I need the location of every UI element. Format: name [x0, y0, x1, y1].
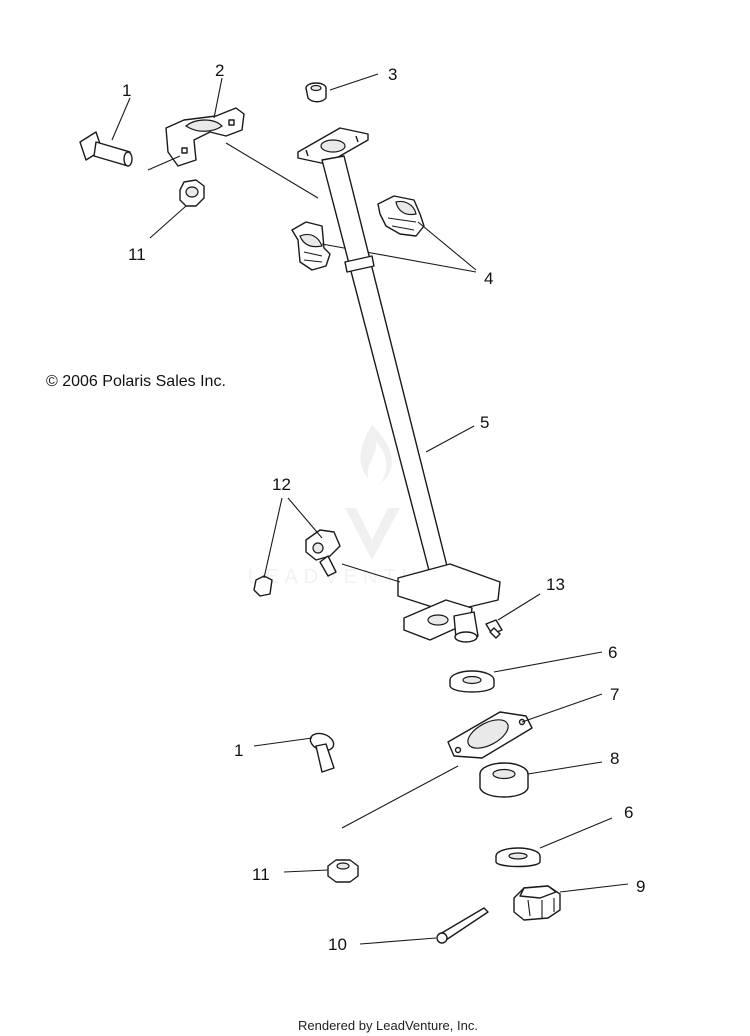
set-screw-icon	[485, 619, 503, 639]
cotter-key-icon	[305, 529, 341, 577]
footer-credit: Rendered by LeadVenture, Inc.	[298, 1018, 478, 1033]
lock-nut-icon	[179, 179, 205, 207]
seal-plate-icon	[447, 711, 533, 759]
castle-nut-icon	[513, 885, 561, 921]
bolt-icon	[309, 732, 335, 773]
steering-post-icon	[297, 127, 501, 643]
callout-8: 8	[610, 749, 619, 768]
callout-4: 4	[484, 269, 493, 288]
callout-7: 7	[610, 685, 619, 704]
cotter-pin-icon	[436, 907, 489, 944]
callout-3: 3	[388, 65, 397, 84]
bearing-block-icon	[377, 195, 425, 237]
callout-9: 9	[636, 877, 645, 896]
callout-1-top: 1	[122, 81, 131, 100]
bolt-icon	[79, 131, 133, 167]
bushing-icon	[305, 82, 327, 103]
callout-2: 2	[215, 61, 224, 80]
callout-11-bottom: 11	[252, 865, 270, 884]
callout-12: 12	[272, 475, 291, 494]
copyright-text: © 2006 Polaris Sales Inc.	[46, 373, 226, 390]
bearing-block-icon	[291, 221, 331, 271]
callout-6-bottom: 6	[624, 803, 633, 822]
callout-13: 13	[546, 575, 565, 594]
cotter-key-icon	[253, 575, 273, 597]
washer-icon	[449, 670, 495, 693]
washer-icon	[495, 847, 541, 868]
clamp-bracket-icon	[165, 107, 245, 167]
lock-nut-icon	[327, 859, 359, 883]
bearing-icon	[479, 762, 529, 798]
callout-5: 5	[480, 413, 489, 432]
callout-10: 10	[328, 935, 347, 954]
callout-11-top: 11	[128, 245, 146, 264]
callout-1-bottom: 1	[234, 741, 243, 760]
callout-6-top: 6	[608, 643, 617, 662]
